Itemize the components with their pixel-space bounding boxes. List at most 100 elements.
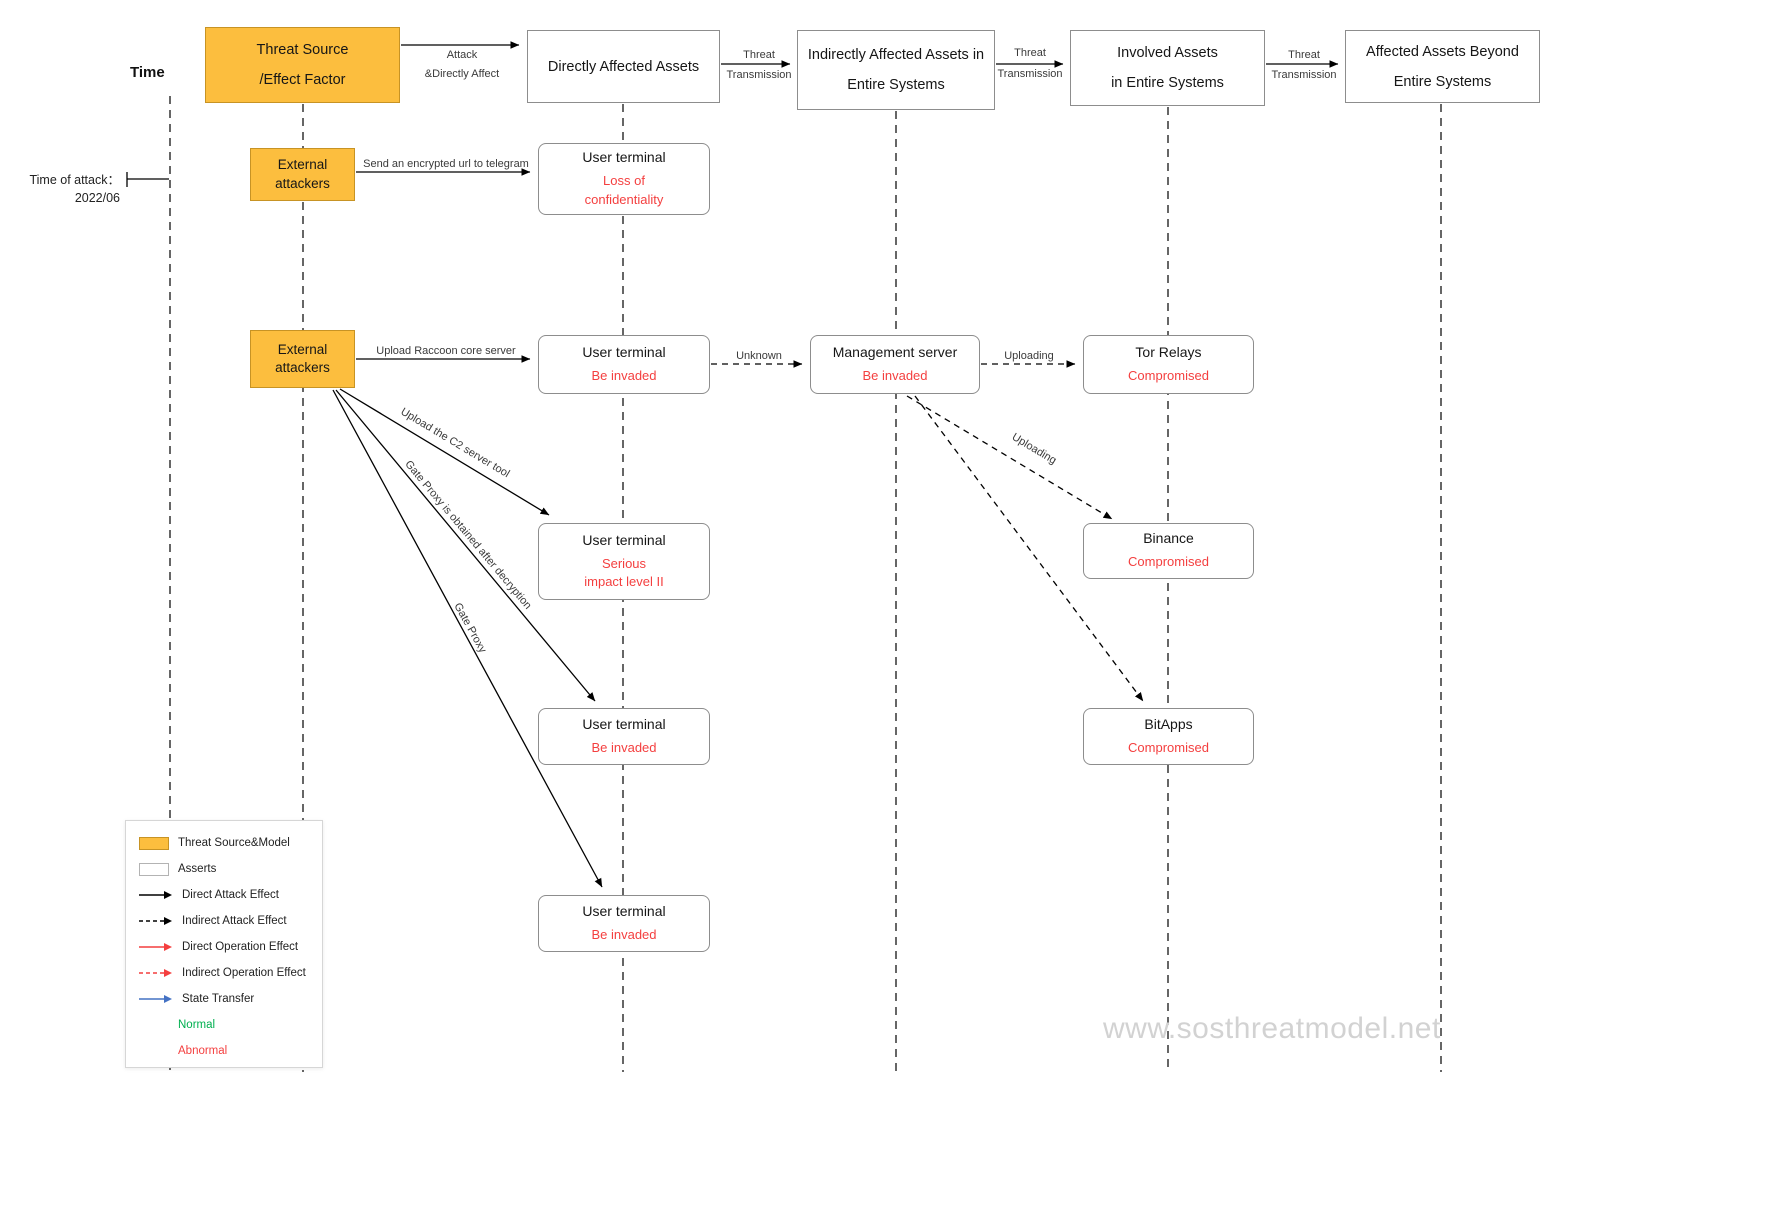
edge-label-transmission-1: Transmission [726,69,792,81]
edge-label-telegram: Send an encrypted url to telegram [363,158,529,170]
legend-item-direct-operation: Direct Operation Effect [139,934,322,960]
indirect-attack-arrow-icon [139,917,172,925]
node-status: Loss of confidentiality [585,172,664,208]
header-indirectly-affected: Indirectly Affected Assets in Entire Sys… [797,30,995,110]
header-line: Involved Assets [1117,45,1218,61]
node-status: Be invaded [591,739,656,757]
status-line: Be invaded [591,367,657,383]
direct-operation-arrow-icon [139,943,172,951]
edge-label-uploading-tor: Uploading [1004,350,1054,362]
asserts-swatch-icon [139,862,169,876]
node-label: attackers [275,360,330,375]
header-line: Directly Affected Assets [547,58,700,75]
legend-item-indirect-operation: Indirect Operation Effect [139,960,322,986]
direct-attack-arrow-icon [139,891,172,899]
status-line: Be invaded [591,926,657,942]
node-title: BitApps [1144,715,1193,732]
node-status: Be invaded [591,367,656,385]
status-line: Compromised [1128,367,1209,383]
legend: Threat Source&Model Asserts Direct Attac… [125,820,323,1068]
state-transfer-arrow-icon [139,995,172,1003]
node-status: Be invaded [591,926,656,944]
edge-label-transmission-2: Transmission [997,68,1063,80]
attack-time-annotation: Time of attack： 2022/06 [8,171,120,207]
edge-label-transmission-3: Transmission [1271,69,1337,81]
watermark: www.sosthreatmodel.net [1103,1012,1441,1045]
edge-label-threat-3: Threat [1288,49,1320,61]
header-line: in Entire Systems [1111,75,1224,91]
node-user-terminal-telegram: User terminal Loss of confidentiality [538,143,710,215]
status-line: Loss of [603,173,645,189]
node-status: Serious impact level II [584,555,663,591]
header-directly-affected: Directly Affected Assets [527,30,720,103]
status-line: Serious [601,555,647,571]
indirect-operation-arrow-icon [139,969,172,977]
node-status: Be invaded [862,367,927,385]
node-title: Binance [1143,530,1194,547]
legend-item-abnormal: Abnormal [139,1038,322,1064]
status-line: Be invaded [591,739,657,755]
node-tor-relays: Tor Relays Compromised [1083,335,1254,394]
legend-item-asserts: Asserts [139,856,322,882]
legend-label: Direct Attack Effect [182,889,279,901]
node-title: Tor Relays [1135,343,1202,360]
status-line: impact level II [584,574,664,589]
legend-item-normal: Normal [139,1012,322,1038]
node-title: User terminal [582,149,666,166]
legend-label: Direct Operation Effect [182,941,299,953]
node-user-terminal-gateproxy-decrypt: User terminal Be invaded [538,708,710,765]
status-line: Compromised [1128,554,1209,570]
edge-label-unknown: Unknown [736,350,782,362]
header-line: Entire Systems [1393,73,1492,90]
edge-uploading-binance [906,395,1113,520]
header-line: Affected Assets Beyond [1366,43,1519,60]
edge-mgmt-to-bitapps [914,395,1144,702]
legend-item-indirect-attack: Indirect Attack Effect [139,908,322,934]
node-status: Compromised [1128,367,1209,385]
legend-label: Asserts [178,863,217,875]
edge-label-raccoon: Upload Raccoon core server [376,345,516,357]
edge-label-threat-2: Threat [1014,47,1046,59]
header-beyond-systems: Affected Assets Beyond Entire Systems [1345,30,1540,103]
node-label: External [277,341,328,357]
legend-label: State Transfer [182,993,255,1005]
legend-label: Indirect Attack Effect [182,915,287,927]
node-title: Management server [832,343,958,360]
node-title: User terminal [582,531,666,548]
header-line: Entire Systems [847,77,945,93]
node-user-terminal-raccoon: User terminal Be invaded [538,335,710,394]
edge-label-threat-1: Threat [743,49,775,61]
legend-label: Threat Source&Model [178,837,290,849]
node-binance: Binance Compromised [1083,523,1254,579]
edge-label-directly-affect: &Directly Affect [424,68,500,80]
node-bitapps: BitApps Compromised [1083,708,1254,765]
node-external-attackers-1: External attackers [250,148,355,201]
node-status: Compromised [1128,553,1209,571]
status-line: Compromised [1128,739,1209,755]
node-user-terminal-c2: User terminal Serious impact level II [538,523,710,600]
node-title: User terminal [582,902,666,919]
header-line: Threat Source [256,42,349,58]
legend-label: Indirect Operation Effect [182,967,306,979]
threat-source-swatch-icon [139,836,169,850]
node-management-server: Management server Be invaded [810,335,980,394]
edge-gateproxy [332,389,603,888]
header-threat-source: Threat Source /Effect Factor [205,27,400,103]
legend-label-abnormal: Abnormal [178,1045,228,1057]
legend-item-direct-attack: Direct Attack Effect [139,882,322,908]
status-line: confidentiality [584,191,664,207]
time-axis-label: Time [130,64,165,81]
attack-time-value: 2022/06 [74,191,120,206]
edge-upload-c2-tool [339,388,550,516]
node-label: External [277,157,328,173]
header-line: Indirectly Affected Assets in [807,47,985,63]
node-title: User terminal [582,343,666,360]
legend-item-state-transfer: State Transfer [139,986,322,1012]
node-label: attackers [275,175,330,191]
node-status: Compromised [1128,739,1209,757]
edge-gateproxy-decrypt [335,389,596,702]
legend-spacer [139,1019,169,1032]
status-line: Be invaded [862,367,928,383]
attack-time-label: Time of attack： [29,173,120,187]
